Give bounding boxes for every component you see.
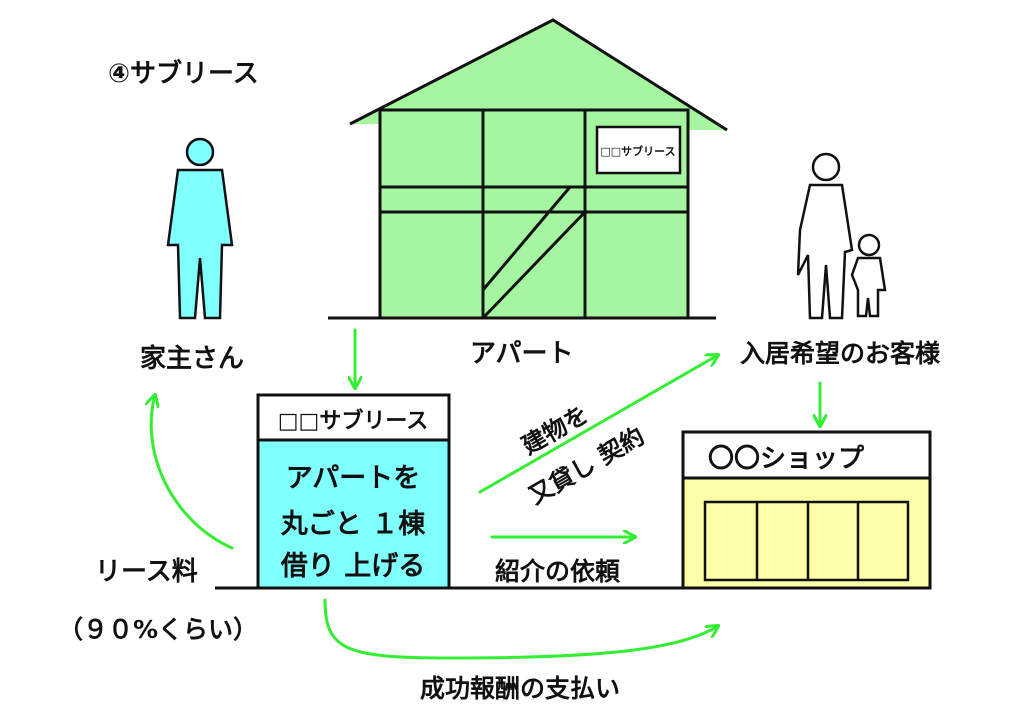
lease-fee-label: リース料 (95, 557, 198, 587)
apartment-label: アパート (470, 339, 573, 369)
family-silhouette-icon (796, 152, 887, 320)
sublease-line-3: 借り 上げる (280, 551, 425, 582)
sublease-box-header: □□サブリース (278, 408, 428, 434)
success-fee-label: 成功報酬の支払い (420, 674, 620, 703)
sublease-company-box: □□サブリース アパートを 丸ごと １棟 借り 上げる (256, 393, 451, 590)
arrow-success-fee (323, 598, 718, 660)
customers-label: 入居希望のお客様 (740, 339, 941, 368)
arrow-lease-fee (151, 395, 234, 550)
shop-box: 〇〇ショップ (681, 430, 932, 590)
contract-label-1: 建物を (517, 400, 593, 460)
owner-label: 家主さん (140, 343, 244, 374)
diagram-title: ④サブリース (108, 58, 259, 89)
shop-header: 〇〇ショップ (708, 444, 865, 474)
shop-window (703, 500, 910, 582)
house-sign-text: □□サブリース (600, 144, 675, 158)
sublease-line-1: アパートを (286, 463, 420, 494)
sublease-line-2: 丸ごと １棟 (280, 508, 426, 540)
house-sign (595, 125, 682, 175)
owner-silhouette-icon (166, 137, 234, 320)
referral-label: 紹介の依頼 (495, 557, 621, 586)
apartment-house: □□サブリース (328, 18, 728, 320)
lease-percentage-label: （９０%くらい） (58, 615, 258, 644)
arrow-contract (478, 355, 718, 494)
